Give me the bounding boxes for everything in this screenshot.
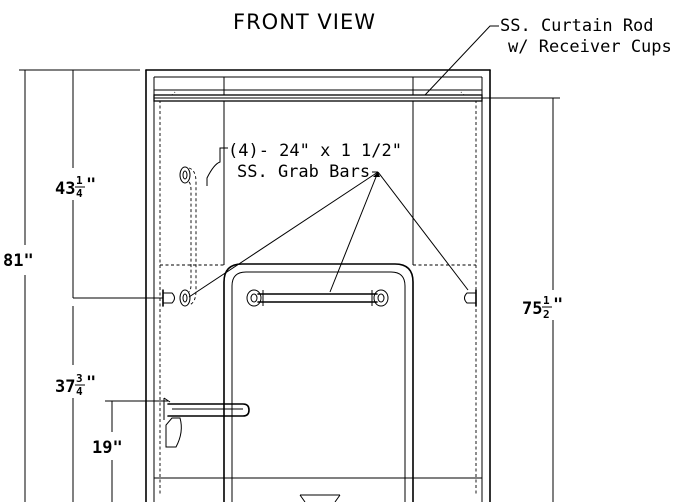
- dim-43-frac-num: 1: [76, 174, 83, 187]
- dim-75-frac-den: 2: [543, 308, 550, 321]
- dimension-curtain-rod-height: 75 1 2 ": [425, 97, 563, 502]
- dimension-lower-grab: 37 3 4 ": [55, 306, 96, 502]
- dim-19: 19": [92, 438, 123, 458]
- dim-37-whole: 37: [55, 377, 75, 397]
- grab-bars-callout: (4)- 24" x 1 1/2" SS. Grab Bars: [188, 141, 469, 298]
- view-title: FRONT VIEW: [233, 10, 376, 34]
- dimension-upper-grab: 43 1 4 ": [55, 70, 163, 299]
- left-receiver-cup: [162, 289, 175, 307]
- right-receiver-cup: [464, 289, 477, 307]
- dim-43-whole: 43: [55, 179, 75, 199]
- horizontal-grab-bar: [246, 289, 389, 307]
- dimension-seat-height: 19": [92, 400, 168, 502]
- vertical-grab-bar: [179, 166, 197, 307]
- dim-81: 81": [3, 251, 34, 271]
- dim-75-frac-num: 1: [543, 294, 550, 307]
- dim-37-frac-den: 4: [76, 385, 83, 398]
- svg-text:": ": [86, 175, 96, 195]
- grab-bars-label-line2: SS. Grab Bars: [237, 162, 370, 182]
- curtain-rod-label-line2: w/ Receiver Cups: [508, 37, 672, 57]
- svg-text:": ": [553, 295, 563, 315]
- dim-37-frac-num: 3: [76, 372, 83, 385]
- curtain-rod-label-line1: SS. Curtain Rod: [500, 16, 654, 36]
- svg-text:": ": [86, 373, 96, 393]
- curtain-rod-callout: SS. Curtain Rod w/ Receiver Cups: [424, 16, 672, 96]
- fold-down-seat: [163, 397, 250, 448]
- dim-75-whole: 75: [522, 299, 542, 319]
- dimension-overall-height: 81": [3, 69, 140, 502]
- grab-bars-label-line1: (4)- 24" x 1 1/2": [228, 141, 402, 161]
- shower-unit-outline: [145, 69, 491, 502]
- dim-43-frac-den: 4: [76, 187, 83, 200]
